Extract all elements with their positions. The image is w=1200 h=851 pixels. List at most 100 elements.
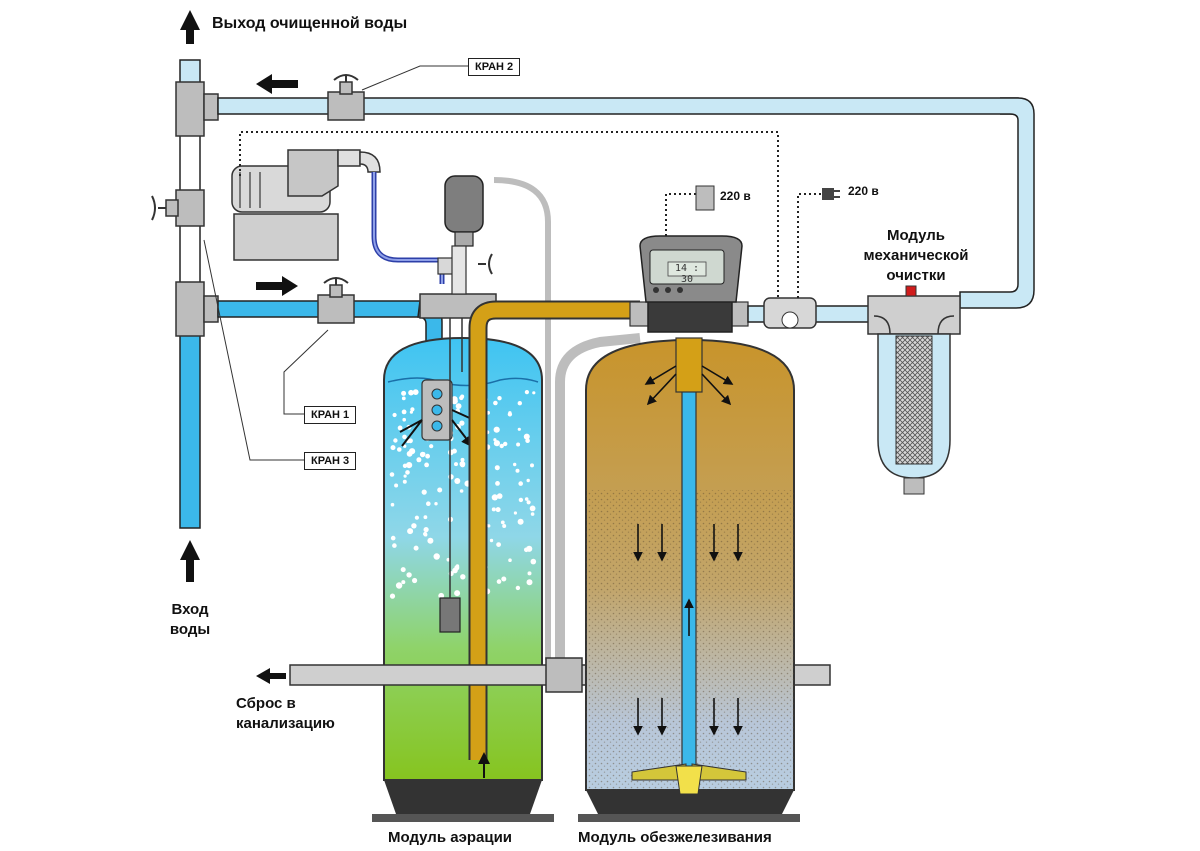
air-bubble <box>502 524 507 528</box>
air-bubble <box>530 512 535 516</box>
air-bubble <box>429 444 434 449</box>
air-bubble <box>390 445 396 451</box>
air-bubble <box>400 567 406 573</box>
air-bubble <box>527 571 532 576</box>
air-bubble <box>493 426 500 433</box>
aeration-module-label: Модуль аэрации <box>388 829 513 846</box>
air-bubble <box>513 511 518 515</box>
air-bubble <box>529 505 536 512</box>
air-bubble <box>517 518 524 525</box>
air-bubble <box>414 515 419 520</box>
bottom-distributor <box>631 763 747 795</box>
air-bubble <box>401 396 406 401</box>
power-adapter <box>695 185 715 211</box>
air-bubble <box>455 403 462 409</box>
vent-hose <box>493 177 551 660</box>
air-bubble <box>446 557 451 562</box>
compressor <box>231 149 381 261</box>
input-label: Вход воды <box>158 600 222 640</box>
air-bubble <box>392 543 397 548</box>
tee-fitting-bottom <box>175 281 219 337</box>
air-bubble <box>390 502 395 507</box>
air-bubble <box>494 465 500 471</box>
air-bubble <box>491 507 496 512</box>
air-bubble <box>394 483 399 488</box>
air-bubble <box>518 497 524 503</box>
air-bubble <box>526 579 533 586</box>
air-bubble <box>408 389 414 396</box>
pump-unit <box>763 297 817 329</box>
air-bubble <box>455 564 460 568</box>
air-bubble <box>421 489 427 495</box>
air-bubble <box>426 501 431 507</box>
valve-kran-2[interactable] <box>327 74 365 121</box>
control-valve[interactable] <box>629 235 749 333</box>
air-bubble <box>406 462 413 469</box>
input-arrow-up <box>180 540 200 582</box>
air-bubble <box>508 558 512 562</box>
air-bubble <box>407 528 414 535</box>
air-bubble <box>408 438 413 444</box>
air-bubble <box>515 585 521 591</box>
input-label-line2: воды <box>169 621 211 638</box>
clean-flow-arrow-left <box>256 74 298 94</box>
drain-label-line2: канализацию <box>236 715 335 732</box>
float-sensor <box>439 597 461 633</box>
air-bubble <box>513 462 517 467</box>
air-bubble <box>515 468 520 473</box>
air-bubble <box>402 417 407 422</box>
drain-arrow-left <box>256 668 286 684</box>
air-bubble <box>503 441 508 447</box>
bypass-valve[interactable] <box>151 189 205 227</box>
air-bubble <box>425 453 430 459</box>
control-wire <box>239 131 779 298</box>
mech-label-line2: механической <box>863 247 969 264</box>
flow-arrows <box>180 10 298 684</box>
backwash-pipe <box>555 333 641 670</box>
air-hose <box>371 172 445 284</box>
air-bubble <box>495 481 500 486</box>
mech-label-line1: Модуль <box>886 227 946 244</box>
flow-arrows-iron-tank <box>633 365 743 736</box>
air-bubble <box>401 390 407 396</box>
air-bubble <box>524 497 529 501</box>
valve-kran-1[interactable] <box>317 277 355 324</box>
air-bubble <box>517 427 521 431</box>
air-bubble <box>500 520 505 525</box>
air-bubble <box>459 395 464 401</box>
air-bubble <box>524 390 530 395</box>
air-bubble <box>423 527 429 533</box>
air-bubble <box>496 493 503 499</box>
air-bubble <box>422 452 426 456</box>
valve-tag-kran-1: КРАН 1 <box>304 406 357 424</box>
input-label-line1: Вход <box>171 601 209 618</box>
controller-display: 14 : 30 <box>674 263 700 285</box>
valve-tag-kran-2: КРАН 2 <box>468 58 521 76</box>
air-bubble <box>493 440 500 447</box>
air-bubble <box>518 481 523 486</box>
drain-label-line1: Сброс в <box>236 695 296 712</box>
upper-distributor <box>675 337 703 393</box>
mech-label-line3: очистки <box>886 267 946 284</box>
air-bubble <box>454 478 461 484</box>
air-bubble <box>495 507 501 513</box>
air-bubble <box>530 558 537 565</box>
air-bubble <box>424 462 429 468</box>
raw-flow-arrow-right <box>256 276 298 296</box>
output-label: Выход очищенной воды <box>212 15 408 32</box>
air-bubble <box>392 412 397 418</box>
output-arrow-up <box>180 10 200 44</box>
aeration-head <box>419 175 497 319</box>
center-riser-tube <box>681 339 697 771</box>
air-bubble <box>507 412 513 417</box>
air-bubble <box>438 592 445 599</box>
valve-tag-kran-3: КРАН 3 <box>304 452 357 470</box>
air-bubble <box>413 545 419 551</box>
air-bubble <box>493 400 498 406</box>
pump-voltage: 220 в <box>848 184 879 198</box>
air-bubble <box>454 590 461 597</box>
air-bubble <box>526 500 531 505</box>
air-bubble <box>460 574 466 580</box>
air-bubble <box>434 502 438 506</box>
